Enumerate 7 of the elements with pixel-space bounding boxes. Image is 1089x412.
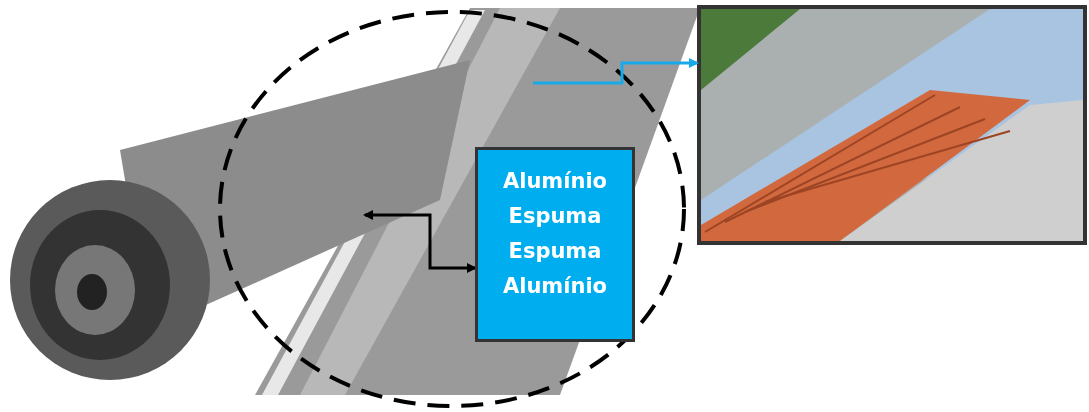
roof-photo-drawing — [697, 5, 1087, 245]
arrow — [363, 210, 477, 273]
arrow — [533, 58, 699, 85]
layer-label: Espuma — [508, 238, 602, 265]
layer-label: Alumínio — [502, 168, 608, 195]
layer-label: Alumínio — [502, 273, 608, 300]
layer-label: Espuma — [508, 203, 602, 230]
